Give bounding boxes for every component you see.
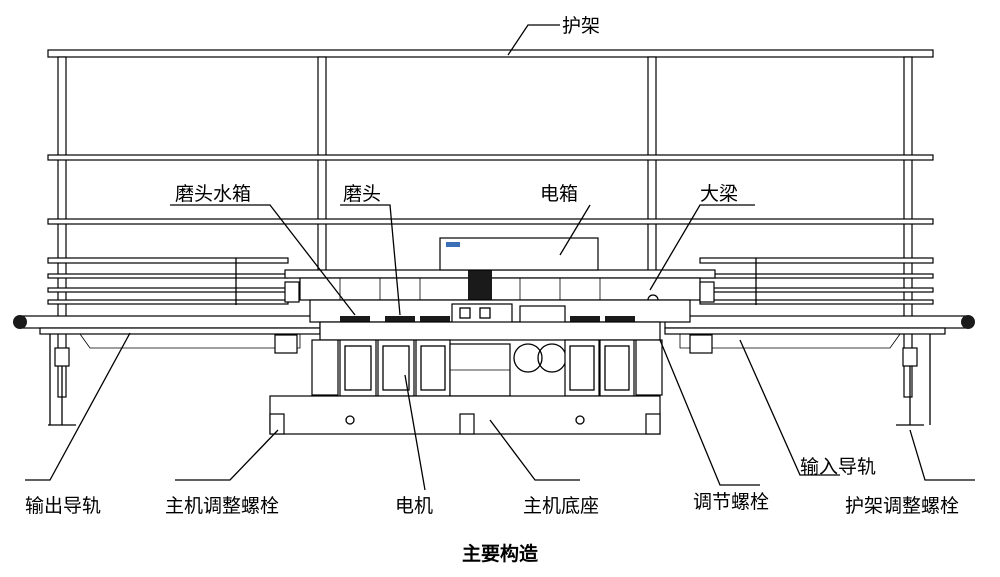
label-adjust-bolt: 调节螺栓 — [693, 491, 769, 513]
electrical-box — [439, 237, 599, 271]
motor-group — [311, 339, 663, 397]
label-grinding-head-water-tank: 磨头水箱 — [175, 183, 251, 205]
main-base — [269, 395, 661, 435]
input-rail — [664, 315, 975, 349]
label-main-base: 主机底座 — [523, 495, 599, 517]
grinding-head-assembly — [309, 299, 691, 341]
label-guard-frame: 护架 — [562, 15, 600, 37]
label-input-rail: 输入导轨 — [800, 456, 876, 478]
label-grinding-head: 磨头 — [343, 183, 381, 205]
label-guard-adjust-bolt: 护架调整螺栓 — [845, 495, 959, 517]
label-crossbeam: 大梁 — [700, 183, 738, 205]
label-motor: 电机 — [395, 495, 433, 517]
guard-frame — [47, 49, 934, 398]
figure-caption: 主要构造 — [462, 542, 539, 565]
label-main-adjust-bolt: 主机调整螺栓 — [165, 495, 279, 517]
leader-lines — [25, 24, 975, 491]
label-electrical-box: 电箱 — [540, 183, 578, 205]
label-output-rail: 输出导轨 — [25, 495, 101, 517]
output-rail — [13, 315, 321, 349]
guard-legs — [48, 334, 931, 426]
